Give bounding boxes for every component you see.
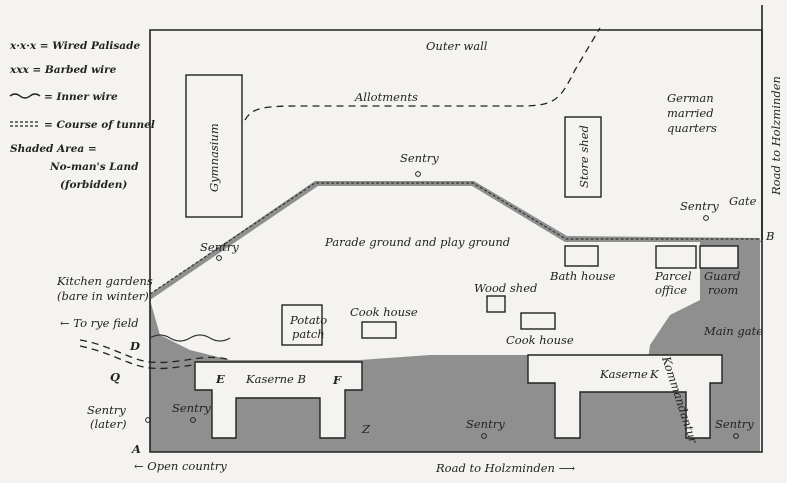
arrow-left-icon: ← [60, 316, 73, 330]
label-parcel-2: office [655, 283, 687, 297]
kaserne-b [194, 361, 363, 439]
label-letter-z: Z [361, 422, 371, 436]
sentry-post-right [703, 215, 709, 221]
label-allotments: Allotments [354, 90, 418, 104]
sentry-post-bottom-left [190, 417, 196, 423]
label-sentry-bottom-left: Sentry [172, 401, 211, 415]
label-kitchen-2: (bare in winter) [57, 289, 149, 303]
arrow-left-icon: ← [134, 459, 147, 473]
label-sentry-left: Sentry [200, 240, 239, 254]
legend-wired-palisade: x·x·x = Wired Palisade [9, 40, 140, 52]
barbed-wire-top [149, 182, 760, 295]
label-parade: Parade ground and play ground [324, 235, 510, 249]
store-shed [564, 116, 602, 198]
tunnel-course [79, 339, 231, 364]
sentry-post-left [216, 255, 222, 261]
label-store-shed: Store shed [577, 125, 591, 188]
cook-house-left [361, 321, 397, 339]
label-letter-f: F [332, 373, 342, 387]
label-german-2: married [667, 106, 714, 120]
allotments-boundary [244, 27, 601, 121]
label-potato-1: Potato [289, 313, 327, 327]
legend-barbed-wire: xxx = Barbed wire [9, 64, 117, 76]
label-letter-q: Q [110, 370, 120, 384]
legend-shaded-1: Shaded Area = [10, 143, 97, 155]
label-letter-a: A [131, 442, 141, 456]
gymnasium [185, 74, 243, 218]
legend-shaded-2: No-man's Land [49, 161, 139, 173]
label-letter-e: E [215, 372, 225, 386]
label-sentry-bottom-mid: Sentry [466, 417, 505, 431]
label-cook-house-2: Cook house [506, 333, 574, 347]
sentry-post-top [415, 171, 421, 177]
label-cook-house-1: Cook house [350, 305, 418, 319]
label-sentry-later-2: (later) [90, 417, 126, 431]
sentry-post-bottom-right [733, 433, 739, 439]
label-parcel-1: Parcel [654, 269, 692, 283]
label-letter-k: K [649, 367, 660, 381]
label-outer-wall: Outer wall [426, 39, 488, 53]
label-gymnasium: Gymnasium [207, 123, 221, 192]
label-letter-d: D [129, 339, 140, 353]
bath-house [564, 245, 599, 267]
legend-shaded-3: (forbidden) [60, 179, 127, 191]
label-main-gate: Main gate [703, 324, 763, 338]
legend-tunnel: = Course of tunnel [44, 119, 155, 131]
label-sentry-later-1: Sentry [87, 403, 126, 417]
inner-wire [149, 334, 231, 342]
label-kaserne-a: Kaserne [599, 367, 648, 381]
label-gate: Gate [729, 194, 757, 208]
label-road-bottom: Road to Holzminden ⟶ [435, 461, 576, 475]
label-wood-shed: Wood shed [474, 281, 537, 295]
label-sentry-right: Sentry [680, 199, 719, 213]
label-sentry-top: Sentry [400, 151, 439, 165]
legend-inner-wire: = Inner wire [44, 91, 118, 103]
label-open-country: ← Open country [134, 459, 227, 473]
wood-shed [486, 295, 506, 313]
label-rye-field-text: To rye field [73, 316, 138, 330]
label-road-right: Road to Holzminden [769, 76, 783, 196]
guard-room [699, 245, 739, 269]
label-road-bottom-text: Road to Holzminden [435, 461, 555, 475]
potato-patch [281, 304, 323, 346]
cook-house-right [520, 312, 556, 330]
parcel-office [655, 245, 697, 269]
outer-wall [149, 29, 763, 453]
legend-inner-wire-symbol [9, 93, 41, 99]
wire-strip [150, 181, 760, 300]
label-german-1: German [667, 91, 714, 105]
arrow-right-icon: ⟶ [555, 461, 576, 475]
sentry-post-later [145, 417, 151, 423]
label-german-3: quarters [667, 121, 717, 135]
label-guard-2: room [708, 283, 738, 297]
label-bath-house: Bath house [549, 269, 616, 283]
kaserne-a [527, 354, 723, 439]
label-open-country-text: Open country [147, 459, 227, 473]
sentry-post-bottom-mid [481, 433, 487, 439]
label-kitchen-1: Kitchen gardens [56, 274, 153, 288]
no-mans-land-area [150, 240, 762, 452]
label-sentry-bottom-right: Sentry [715, 417, 754, 431]
label-guard-1: Guard [704, 269, 740, 283]
label-rye-field: ← To rye field [60, 316, 139, 330]
label-kaserne-b: Kaserne B [245, 372, 306, 386]
label-letter-b: B [765, 229, 774, 243]
label-potato-2: patch [292, 327, 325, 341]
